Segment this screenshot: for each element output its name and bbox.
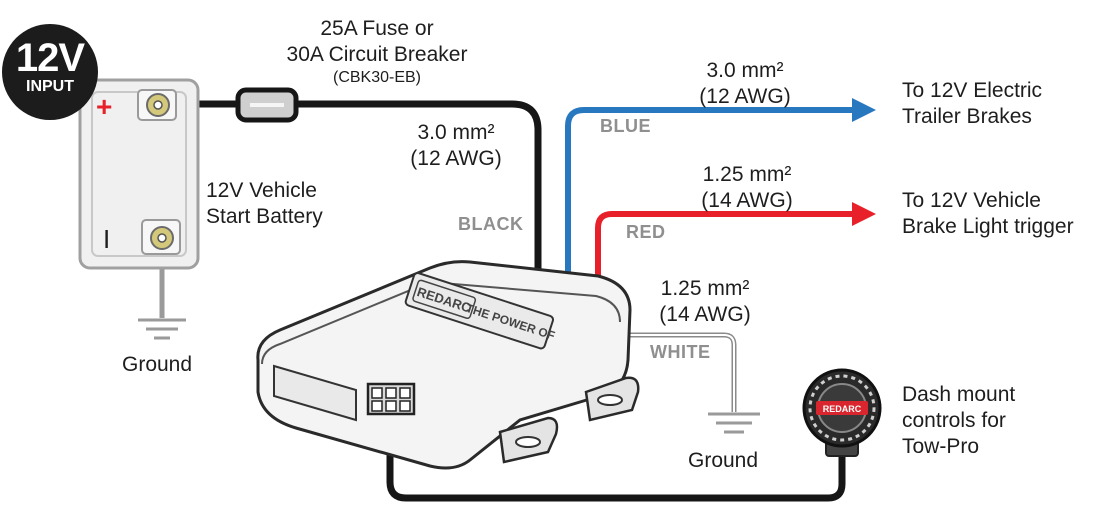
battery-positive-terminal	[137, 89, 177, 121]
blue-wire-size: 3.0 mm²	[706, 59, 784, 82]
red-wire	[595, 211, 858, 290]
fuse-icon	[235, 87, 299, 123]
dash-mount-line3: Tow-Pro	[902, 435, 980, 458]
blue-wire-spec: 3.0 mm² (12 AWG)	[680, 58, 810, 110]
white-ground-label: Ground	[688, 449, 759, 472]
white-wire-spec: 1.25 mm² (14 AWG)	[640, 276, 770, 328]
red-wire-size: 1.25 mm²	[702, 163, 792, 186]
blue-arrow-icon	[852, 98, 876, 122]
brake-light-line1: To 12V Vehicle	[902, 189, 1041, 212]
dash-control-cable	[386, 406, 846, 502]
black-wire	[168, 100, 542, 279]
brake-light-label: To 12V Vehicle Brake Light trigger	[902, 188, 1074, 240]
red-wire-awg: (14 AWG)	[701, 189, 793, 212]
white-ground-icon	[708, 412, 760, 434]
dash-mount-line1: Dash mount	[902, 383, 1016, 406]
white-wire-label: WHITE	[650, 342, 711, 362]
battery-minus-symbol: I	[103, 224, 111, 254]
black-wire-awg: (12 AWG)	[410, 147, 502, 170]
battery-label-line1: 12V Vehicle	[206, 179, 317, 202]
white-wire-size: 1.25 mm²	[660, 277, 750, 300]
brake-light-line2: Brake Light trigger	[902, 215, 1074, 238]
red-arrow-icon	[852, 202, 876, 226]
red-wire-spec: 1.25 mm² (14 AWG)	[682, 162, 812, 214]
battery-label-line2: Start Battery	[206, 205, 323, 228]
blue-wire-awg: (12 AWG)	[699, 85, 791, 108]
white-wire-awg: (14 AWG)	[659, 303, 751, 326]
trailer-brakes-line2: Trailer Brakes	[902, 105, 1032, 128]
fuse-label-line1: 25A Fuse or	[320, 17, 434, 40]
dash-mount-line2: controls for	[902, 409, 1006, 432]
battery-ground-icon	[138, 318, 186, 340]
input-voltage-badge: 12V INPUT	[2, 24, 98, 120]
badge-voltage: 12V	[15, 36, 85, 80]
fuse-part-number: (CBK30-EB)	[332, 69, 422, 86]
red-wire-label: RED	[626, 222, 666, 242]
trailer-brakes-line1: To 12V Electric	[902, 79, 1043, 102]
trailer-brakes-label: To 12V Electric Trailer Brakes	[902, 78, 1042, 130]
battery-ground-label: Ground	[122, 353, 193, 376]
blue-wire	[565, 107, 858, 280]
badge-label: INPUT	[26, 78, 74, 95]
battery-negative-terminal	[141, 219, 181, 255]
fuse-label-line2: 30A Circuit Breaker	[286, 43, 468, 66]
dash-mount-label: Dash mount controls for Tow-Pro	[902, 382, 1015, 460]
black-wire-spec: 3.0 mm² (12 AWG)	[396, 120, 516, 172]
battery-label: 12V Vehicle Start Battery	[206, 178, 323, 230]
blue-wire-label: BLUE	[600, 116, 651, 136]
black-wire-label: BLACK	[458, 214, 524, 234]
black-wire-size: 3.0 mm²	[417, 121, 495, 144]
brake-controller: REDARC THE POWER OF	[256, 260, 640, 470]
dash-brand-label: REDARC	[823, 404, 862, 414]
battery-plus-symbol: +	[96, 91, 113, 122]
dash-mount-control: REDARC	[802, 368, 882, 457]
fuse-label: 25A Fuse or 30A Circuit Breaker (CBK30-E…	[262, 16, 492, 88]
